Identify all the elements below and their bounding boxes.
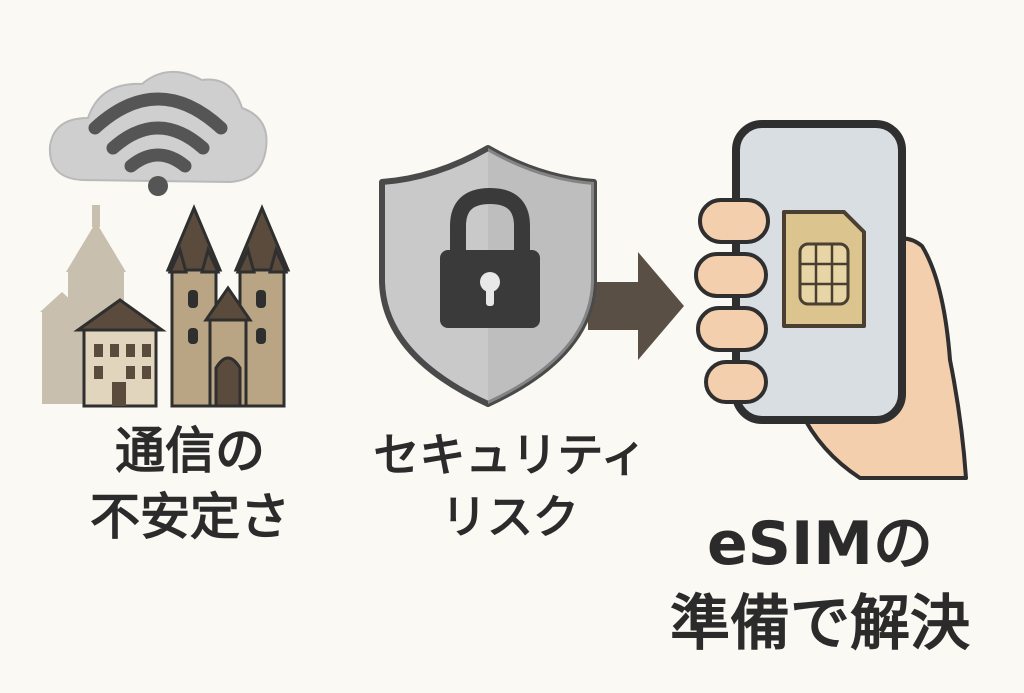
caption-line: 不安定さ: [90, 488, 290, 546]
castle-town-icon: [40, 204, 291, 408]
arrow-right-icon: [588, 252, 684, 360]
hand-fingers: [694, 198, 770, 404]
padlock-icon: [440, 187, 540, 328]
caption-line: リスク: [441, 490, 579, 544]
wifi-icon: [88, 92, 228, 196]
cathedral: [165, 204, 291, 408]
caption-unstable-connection: 通信の 不安定さ: [40, 418, 340, 550]
caption-line: eSIMの: [707, 509, 933, 579]
townhouse: [73, 298, 167, 408]
caption-line: 通信の: [115, 422, 265, 480]
caption-line: 準備で解決: [670, 589, 970, 659]
sim-card-icon: [782, 210, 866, 328]
caption-security-risk: セキュリティ リスク: [330, 424, 690, 548]
caption-line: セキュリティ: [373, 428, 647, 482]
caption-esim-solution: eSIMの 準備で解決: [620, 504, 1020, 664]
